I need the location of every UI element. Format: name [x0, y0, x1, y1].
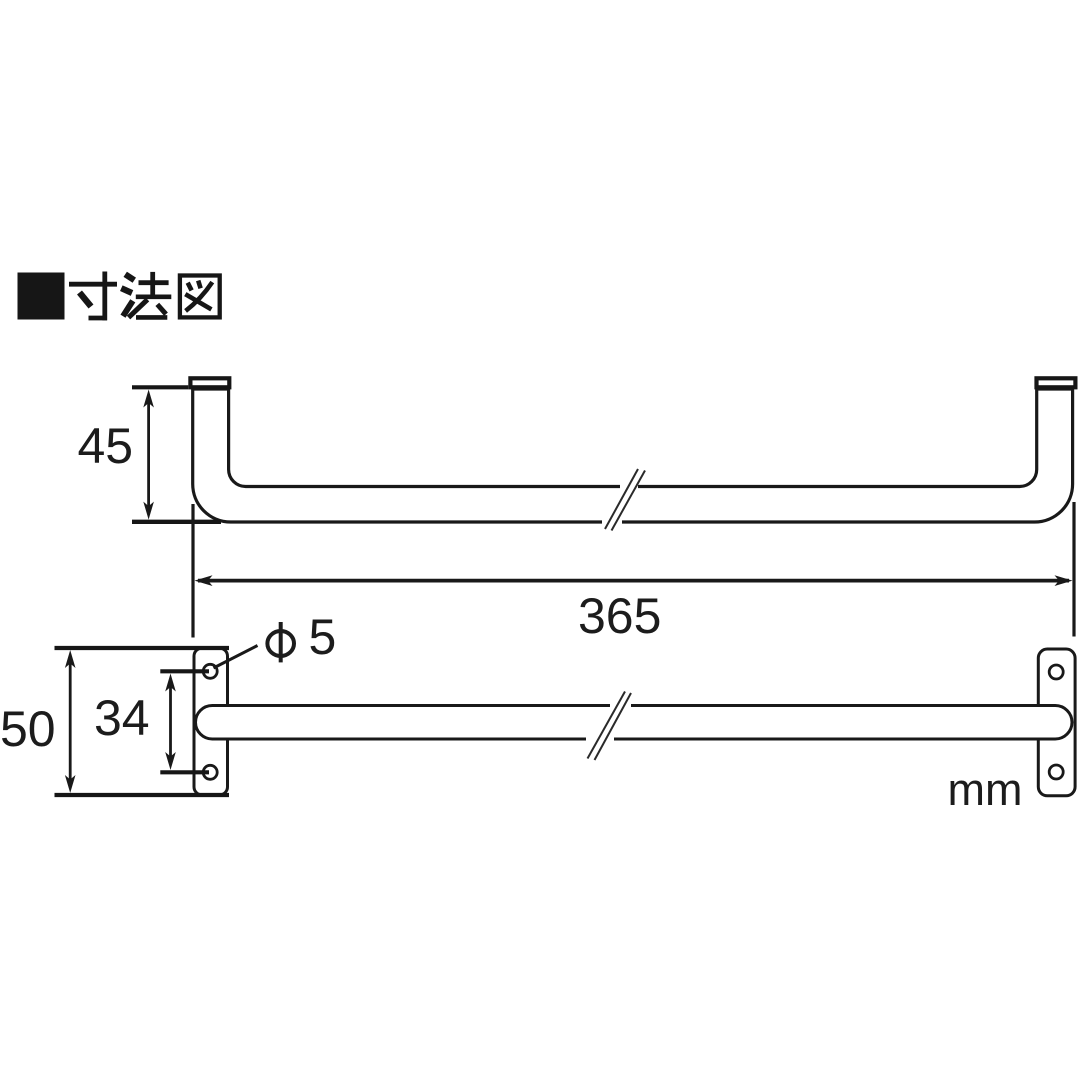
svg-text:5: 5 — [309, 609, 337, 665]
svg-text:mm: mm — [948, 764, 1023, 815]
svg-text:50: 50 — [0, 701, 56, 757]
svg-text:365: 365 — [578, 588, 661, 644]
svg-text:34: 34 — [94, 690, 150, 746]
svg-text:45: 45 — [78, 418, 134, 474]
